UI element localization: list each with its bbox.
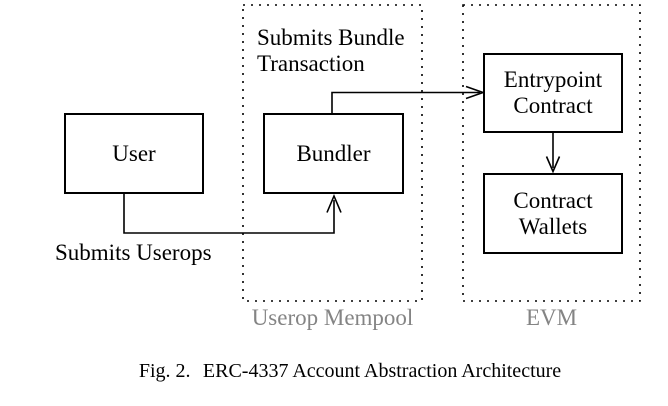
entrypoint-contract-node: Entrypoint Contract bbox=[483, 53, 623, 133]
arrow-user-to-bundler bbox=[123, 194, 335, 234]
user-node-label: User bbox=[112, 140, 156, 166]
contract-wallets-node: Contract Wallets bbox=[483, 173, 623, 254]
userop-mempool-container-border bbox=[242, 4, 423, 302]
figure-caption-text: ERC-4337 Account Abstraction Architectur… bbox=[202, 360, 562, 382]
arrow-bundler-to-entrypoint bbox=[331, 91, 480, 113]
arrowhead-user-to-bundler bbox=[326, 193, 342, 213]
entrypoint-contract-node-label: Entrypoint Contract bbox=[503, 67, 603, 118]
evm-container-border bbox=[462, 4, 641, 302]
arrowhead-entrypoint-to-wallets bbox=[545, 156, 561, 174]
evm-container-label: EVM bbox=[525, 305, 578, 330]
figure-caption-number: Fig. 2. bbox=[138, 360, 191, 382]
submits-bundle-transaction-label: Submits Bundle Transaction bbox=[257, 25, 405, 76]
contract-wallets-node-label: Contract Wallets bbox=[513, 187, 593, 239]
user-node: User bbox=[64, 113, 204, 194]
figure-caption: Fig. 2. ERC-4337 Account Abstraction Arch… bbox=[30, 359, 668, 383]
bundler-node-label: Bundler bbox=[296, 140, 371, 166]
bundler-node: Bundler bbox=[263, 113, 404, 194]
submits-userops-label: Submits Userops bbox=[55, 240, 212, 265]
userop-mempool-container-label: Userop Mempool bbox=[251, 305, 414, 330]
